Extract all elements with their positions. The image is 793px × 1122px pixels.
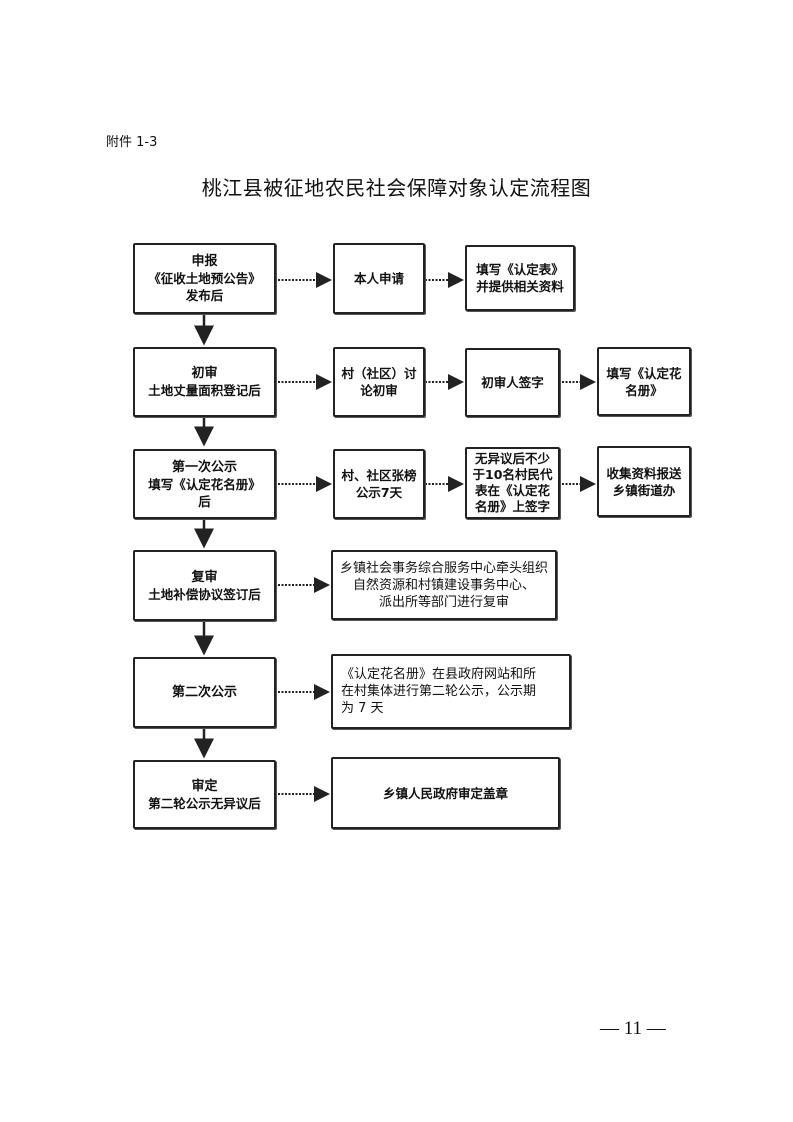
step-text: 本人申请: [353, 271, 404, 286]
document-title: 桃江县被征地农民社会保障对象认定流程图: [201, 176, 592, 200]
step-text: 自然资源和村镇建设事务中心、: [352, 577, 535, 593]
step-text: 初审人签字: [481, 375, 544, 390]
step-text: 收集资料报送: [606, 465, 682, 481]
step-text: 论初审: [360, 383, 398, 398]
submit-materials-box: 收集资料报送 乡镇街道办: [597, 446, 691, 517]
step-text: 名册》: [625, 382, 663, 398]
step-text: 《认定花名册》在县政府网站和所: [341, 667, 537, 682]
step-approval-box: 审定 第二轮公示无异议后: [133, 760, 276, 829]
step-text: 并提供相关资料: [476, 279, 564, 294]
step-initial-review-box: 初审 土地丈量面积登记后: [133, 347, 276, 417]
step-text: 于10名村民代: [472, 467, 553, 482]
step-heading: 第一次公示: [171, 459, 237, 475]
fill-roster-box: 填写《认定花 名册》: [597, 347, 691, 416]
step-text: 填写《认定花: [606, 365, 682, 381]
step-text: 村、社区张榜: [341, 468, 417, 483]
step-text: 《征收土地预公告》: [148, 271, 261, 286]
self-apply-box: 本人申请: [333, 243, 425, 314]
step-text: 乡镇人民政府审定盖章: [382, 785, 508, 801]
dotted-arrows: [278, 272, 596, 802]
step-text: 后: [198, 493, 211, 509]
step-text: 派出所等部门进行复审: [378, 594, 509, 610]
step-text: 发布后: [185, 288, 224, 303]
step-text: 第二轮公示无异议后: [148, 795, 261, 811]
step-text: 填写《认定花名册》: [148, 476, 261, 492]
reviewer-sign-box: 初审人签字: [465, 348, 560, 417]
government-seal-box: 乡镇人民政府审定盖章: [331, 757, 560, 829]
page-number: — 11 —: [600, 1018, 666, 1039]
fill-form-box: 填写《认定表》 并提供相关资料: [465, 245, 575, 311]
step-text: 填写《认定表》: [476, 262, 564, 277]
step-text: 在村集体进行第二轮公示，公示期: [341, 684, 537, 699]
step-heading: 初审: [191, 366, 218, 381]
step-text: 土地补偿协议签订后: [148, 586, 261, 602]
step-text: 土地丈量面积登记后: [148, 383, 261, 398]
step-text: 表在《认定花: [474, 483, 550, 498]
representatives-sign-box: 无异议后不少 于10名村民代 表在《认定花 名册》上签字: [465, 447, 560, 519]
step-text: 为 7 天: [341, 701, 384, 716]
online-publicity-box: 《认定花名册》在县政府网站和所 在村集体进行第二轮公示，公示期 为 7 天: [331, 654, 571, 729]
step-heading: 申报: [191, 254, 218, 269]
step-heading: 审定: [191, 778, 218, 794]
step-heading: 第二次公示: [171, 685, 237, 700]
step-text: 名册》上签字: [474, 499, 550, 514]
joint-review-box: 乡镇社会事务综合服务中心牵头组织 自然资源和村镇建设事务中心、 派出所等部门进行…: [331, 550, 557, 620]
step-text: 乡镇社会事务综合服务中心牵头组织: [339, 560, 548, 576]
step-re-review-box: 复审 土地补偿协议签订后: [133, 550, 276, 621]
step-heading: 复审: [191, 569, 218, 585]
step-text: 无异议后不少: [474, 451, 550, 466]
step-text: 公示7天: [355, 485, 403, 500]
attachment-label: 附件 1-3: [106, 135, 158, 150]
step-text: 村（社区）讨: [341, 366, 417, 381]
village-posting-box: 村、社区张榜 公示7天: [333, 449, 425, 519]
step-second-publicity-box: 第二次公示: [133, 657, 276, 728]
village-discuss-box: 村（社区）讨 论初审: [333, 347, 425, 417]
step-text: 乡镇街道办: [612, 482, 676, 498]
step-first-publicity-box: 第一次公示 填写《认定花名册》 后: [133, 449, 276, 519]
step-report-box: 申报 《征收土地预公告》 发布后: [133, 243, 276, 314]
